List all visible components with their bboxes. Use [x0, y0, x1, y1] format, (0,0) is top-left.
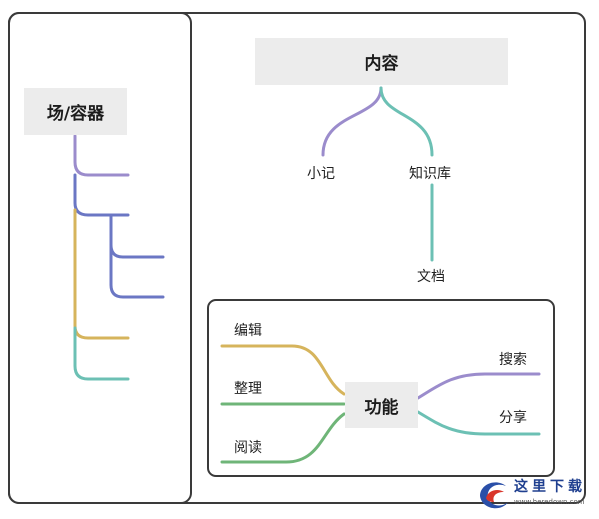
watermark-text: 这里下载: [514, 479, 586, 495]
tree-line-blue: [73, 173, 130, 217]
watermark-url: www.heredown.com: [514, 498, 585, 506]
branch-line-zhishiku: [379, 86, 434, 157]
feature-line-read: [220, 412, 346, 464]
feature-label-organize: 整理: [234, 381, 262, 397]
features-center-box: 功能: [345, 382, 418, 428]
branch-label-wendang: 文档: [417, 269, 445, 285]
content-title: 内容: [364, 54, 399, 74]
feature-label-share: 分享: [499, 410, 527, 426]
features-frame: [207, 299, 555, 477]
feature-line-share: [416, 410, 541, 436]
tree-line-purple: [73, 134, 130, 177]
feature-label-read: 阅读: [234, 440, 262, 456]
content-title-box: 内容: [255, 38, 508, 85]
container-title: 场/容器: [46, 104, 105, 124]
tree-line-blue-sub2: [109, 243, 165, 299]
feature-label-edit: 编辑: [234, 323, 262, 339]
watermark: 这里下载 www.heredown.com: [470, 470, 598, 516]
feature-label-search: 搜索: [499, 352, 527, 368]
container-title-box: 场/容器: [24, 88, 127, 135]
features-center-label: 功能: [364, 397, 399, 418]
branch-line-xiaoji: [321, 86, 383, 157]
tree-line-teal: [73, 326, 130, 381]
branch-label-zhishiku: 知识库: [409, 166, 451, 182]
tree-line-yellow: [73, 208, 130, 340]
branch-label-xiaoji: 小记: [307, 166, 335, 182]
feature-line-edit: [220, 344, 346, 396]
tree-line-blue-sub1: [109, 213, 165, 259]
feature-line-search: [416, 372, 541, 400]
watermark-logo-icon: [480, 482, 508, 509]
left-panel-frame: [8, 12, 192, 504]
